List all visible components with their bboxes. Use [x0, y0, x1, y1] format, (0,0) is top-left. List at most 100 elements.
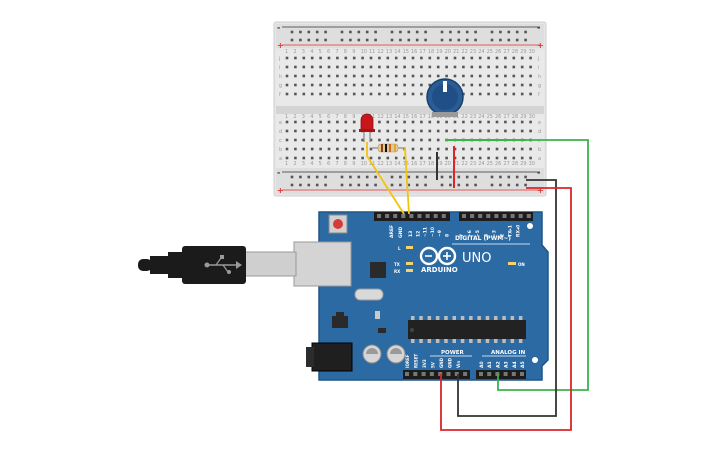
column-number: 22	[461, 161, 467, 167]
breadboard-hole	[512, 156, 516, 160]
uno-model-text: UNO	[462, 251, 491, 266]
breadboard-hole	[529, 129, 532, 133]
column-number: 5	[319, 161, 322, 167]
breadboard-hole	[495, 56, 499, 60]
breadboard-hole	[386, 129, 390, 133]
breadboard-hole	[520, 147, 524, 151]
rail-hole	[290, 183, 294, 187]
row-letter: b	[279, 147, 282, 153]
analog-header-label: ANALOG IN	[491, 350, 526, 356]
breadboard-hole	[310, 65, 314, 69]
red-led[interactable]	[359, 113, 375, 142]
power-pin-label: GND	[448, 357, 453, 368]
resistor[interactable]	[371, 143, 405, 153]
digital-pin-label: TX▸1	[508, 225, 514, 237]
rail-hole	[357, 175, 361, 179]
column-number: 21	[453, 49, 459, 55]
red-wire-5v[interactable]	[440, 187, 572, 431]
breadboard-hole	[361, 156, 364, 160]
power-jack[interactable]	[306, 342, 353, 372]
row-letter: j	[278, 56, 280, 62]
rail-hole	[499, 30, 502, 34]
breadboard-hole	[378, 65, 381, 69]
column-number: 14	[394, 114, 400, 120]
column-number: 22	[461, 114, 467, 120]
breadboard-hole	[344, 129, 348, 133]
usb-cable[interactable]	[138, 241, 352, 287]
breadboard-hole	[336, 129, 339, 133]
rail-hole	[457, 175, 461, 179]
breadboard-hole	[470, 56, 474, 60]
digital-header-label: DIGITAL (PWM~)	[455, 235, 511, 242]
yellow-wire-resistor[interactable]	[404, 147, 410, 215]
breadboard-hole	[361, 147, 364, 151]
top-rail-minus-left: -	[277, 23, 280, 32]
column-number: 22	[461, 49, 467, 55]
rail-hole	[365, 175, 369, 179]
rail-hole	[407, 175, 411, 179]
breadboard-hole	[319, 120, 322, 124]
rail-hole	[315, 175, 319, 179]
rail-hole	[307, 183, 311, 187]
reset-button[interactable]	[328, 214, 348, 234]
rail-hole	[407, 183, 411, 187]
breadboard-hole	[495, 147, 499, 151]
breadboard-hole	[478, 56, 482, 60]
usb-plug-metal	[243, 251, 297, 277]
rail-hole	[515, 183, 519, 187]
breadboard-hole	[529, 65, 532, 69]
row-letter: j	[537, 56, 539, 62]
breadboard-hole	[352, 129, 356, 133]
breadboard-hole	[294, 120, 297, 124]
breadboard-hole	[327, 83, 331, 87]
breadboard-hole	[411, 138, 415, 142]
breadboard-hole	[344, 83, 348, 87]
top-rail-holes	[290, 30, 527, 42]
atmega-chip	[408, 316, 526, 343]
breadboard-hole	[336, 147, 339, 151]
column-number: 5	[319, 114, 322, 120]
bottom-rail-minus-right: -	[537, 168, 540, 177]
rail-hole	[490, 38, 494, 42]
breadboard-hole	[336, 56, 339, 60]
potentiometer[interactable]	[426, 78, 464, 117]
breadboard-hole	[327, 120, 331, 124]
breadboard-hole	[403, 120, 406, 124]
breadboard-hole	[302, 83, 306, 87]
rail-hole	[357, 38, 361, 42]
capacitor-1	[362, 344, 382, 364]
breadboard-hole	[327, 138, 331, 142]
rail-hole	[465, 38, 469, 42]
breadboard-hole	[310, 138, 314, 142]
breadboard-hole	[386, 83, 390, 87]
breadboard-hole	[495, 92, 499, 96]
column-number: 13	[386, 161, 392, 167]
column-number: 25	[487, 161, 493, 167]
breadboard-hole	[520, 74, 524, 78]
column-number: 15	[403, 114, 409, 120]
rail-hole	[407, 38, 411, 42]
column-number: 7	[335, 49, 338, 55]
l-label: L	[398, 246, 401, 251]
rail-hole	[374, 175, 377, 179]
yellow-wire-led[interactable]	[366, 142, 405, 215]
rail-hole	[465, 175, 469, 179]
breadboard-hole	[285, 74, 289, 78]
breadboard-hole	[436, 65, 440, 69]
rail-hole	[440, 30, 444, 34]
green-wire-a0[interactable]	[497, 139, 589, 391]
breadboard-hole	[428, 120, 432, 124]
breadboard-hole	[403, 129, 406, 133]
column-number: 28	[512, 49, 518, 55]
breadboard-hole	[428, 56, 432, 60]
black-wire-gnd[interactable]	[457, 179, 557, 417]
breadboard-hole	[411, 74, 415, 78]
power-header	[403, 370, 470, 379]
rail-hole	[357, 183, 361, 187]
breadboard-hole	[352, 147, 356, 151]
breadboard-hole	[504, 56, 507, 60]
breadboard-hole	[310, 83, 314, 87]
column-number: 29	[520, 114, 526, 120]
breadboard-hole	[411, 147, 415, 151]
